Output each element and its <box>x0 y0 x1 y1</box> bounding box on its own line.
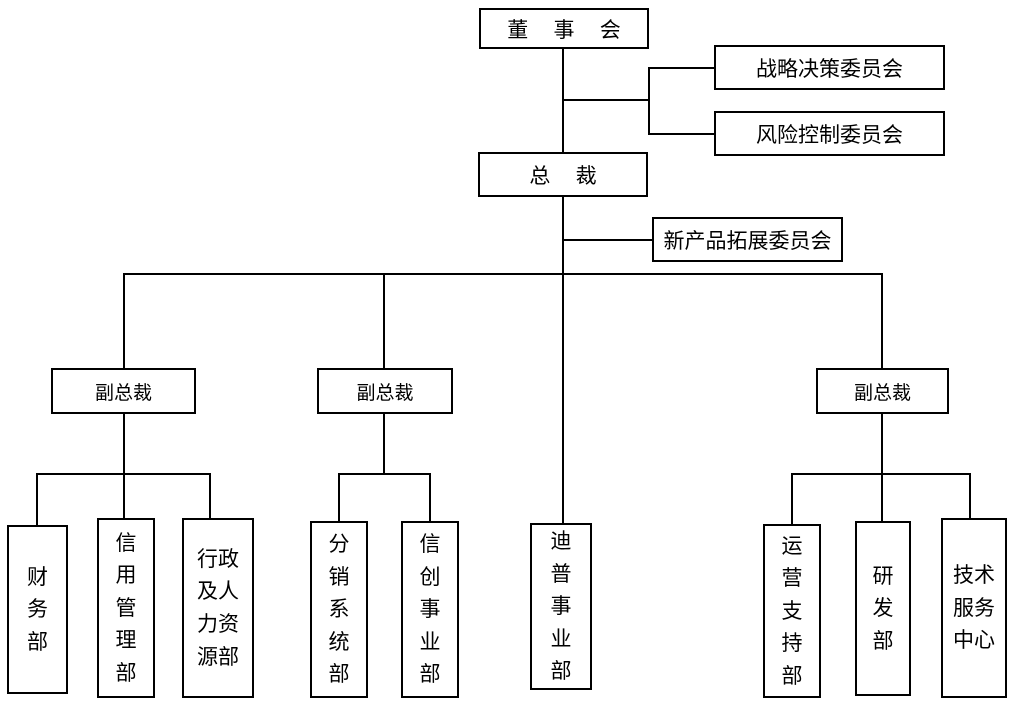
connector-bracket-to-risk-committee <box>648 133 716 135</box>
dept-label-line: 财 <box>27 564 48 589</box>
dept-label-line: 支 <box>781 598 803 623</box>
dept-label-line: 持 <box>781 631 803 656</box>
dept-credit-management-label: 信用管理部 <box>99 527 153 690</box>
dept-label-line: 部 <box>550 659 572 684</box>
node-vp-right-label: 副总裁 <box>853 382 911 404</box>
vp-middle-child-bus <box>338 473 431 475</box>
dept-label-line: 力资 <box>197 612 239 636</box>
node-strategy-committee-label: 战略决策委员会 <box>756 56 903 81</box>
dept-label-line: 普 <box>550 561 572 586</box>
node-vp-right[interactable]: 副总裁 <box>816 368 949 414</box>
connector-to-xinchuang-division <box>429 473 431 525</box>
connector-to-rnd <box>881 473 883 525</box>
dept-label-line: 销 <box>328 564 350 589</box>
dept-label-line: 事 <box>419 597 441 622</box>
connector-board-to-committee-bracket <box>562 99 650 101</box>
node-vp-middle-label: 副总裁 <box>356 382 414 404</box>
dept-label-line: 部 <box>781 663 803 688</box>
dept-xinchuang-division-label: 信创事业部 <box>403 528 457 691</box>
node-risk-committee[interactable]: 风险控制委员会 <box>714 111 945 156</box>
dept-label-line: 源部 <box>197 644 239 669</box>
node-dept-operation-support[interactable]: 运营支持部 <box>763 524 821 698</box>
node-dept-finance[interactable]: 财务部 <box>7 525 68 694</box>
dept-operation-support-label: 运营支持部 <box>765 530 819 693</box>
dept-label-line: 系 <box>328 597 350 622</box>
dept-distribution-system-label: 分销系统部 <box>312 528 366 691</box>
dept-label-line: 研 <box>872 563 894 588</box>
node-board-of-directors[interactable]: 董 事 会 <box>479 8 649 49</box>
dept-label-line: 务 <box>27 597 48 622</box>
dept-label-line: 业 <box>550 626 572 651</box>
connector-vp-left-down <box>123 414 125 474</box>
dept-label-line: 中心 <box>953 628 995 653</box>
node-dept-xinchuang-division[interactable]: 信创事业部 <box>401 521 459 698</box>
node-new-product-committee[interactable]: 新产品拓展委员会 <box>652 217 843 262</box>
dept-dptech-division-label: 迪普事业部 <box>532 525 590 688</box>
node-dept-credit-management[interactable]: 信用管理部 <box>97 518 155 698</box>
node-board-label: 董 事 会 <box>507 17 631 42</box>
connector-president-to-new-product-committee <box>562 239 654 241</box>
vp-bus <box>123 273 883 275</box>
connector-bus-to-vp-left <box>123 273 125 368</box>
connector-vp-middle-down <box>383 414 385 474</box>
connector-bracket-to-strategy-committee <box>648 67 716 69</box>
node-dept-tech-service-center[interactable]: 技术服务中心 <box>941 518 1007 698</box>
dept-label-line: 事 <box>550 594 572 619</box>
dept-rnd-label: 研发部 <box>857 560 909 658</box>
dept-label-line: 运 <box>781 533 803 558</box>
connector-to-distribution-system <box>338 473 340 525</box>
node-dept-rnd[interactable]: 研发部 <box>855 521 911 696</box>
connector-to-admin-hr <box>209 473 211 525</box>
node-president[interactable]: 总 裁 <box>478 152 648 197</box>
dept-label-line: 业 <box>419 629 441 654</box>
dept-finance-label: 财务部 <box>9 561 66 659</box>
node-vp-left[interactable]: 副总裁 <box>51 368 196 414</box>
connector-bus-to-vp-right <box>881 273 883 368</box>
node-new-product-committee-label: 新产品拓展委员会 <box>663 228 832 253</box>
node-vp-middle[interactable]: 副总裁 <box>317 368 453 414</box>
connector-to-operation-support <box>791 473 793 525</box>
connector-to-credit-management <box>123 473 125 525</box>
dept-label-line: 管 <box>115 595 137 620</box>
dept-label-line: 理 <box>115 628 137 653</box>
dept-label-line: 信 <box>419 532 441 557</box>
connector-vp-right-down <box>881 414 883 474</box>
dept-label-line: 部 <box>419 662 441 687</box>
committee-bracket-vertical <box>648 67 650 135</box>
dept-label-line: 用 <box>115 563 137 588</box>
node-dept-admin-hr[interactable]: 行政及人力资源部 <box>182 518 254 698</box>
node-dept-dptech-division[interactable]: 迪普事业部 <box>530 523 592 690</box>
dept-label-line: 部 <box>328 662 350 687</box>
dept-tech-service-center-label: 技术服务中心 <box>943 559 1005 657</box>
node-president-label: 总 裁 <box>529 163 607 188</box>
dept-label-line: 统 <box>328 629 350 654</box>
dept-label-line: 部 <box>872 628 894 653</box>
dept-label-line: 及人 <box>197 579 239 604</box>
dept-admin-hr-label: 行政及人力资源部 <box>184 543 252 673</box>
connector-president-spine <box>562 197 564 523</box>
node-vp-left-label: 副总裁 <box>94 382 152 404</box>
dept-label-line: 发 <box>872 596 894 621</box>
dept-label-line: 分 <box>328 532 350 557</box>
connector-bus-to-vp-middle <box>383 273 385 368</box>
dept-label-line: 创 <box>419 564 441 589</box>
node-risk-committee-label: 风险控制委员会 <box>756 122 903 147</box>
dept-label-line: 营 <box>781 566 803 591</box>
node-strategy-committee[interactable]: 战略决策委员会 <box>714 45 945 90</box>
node-dept-distribution-system[interactable]: 分销系统部 <box>310 521 368 698</box>
dept-label-line: 部 <box>27 629 48 654</box>
dept-label-line: 部 <box>115 660 137 685</box>
dept-label-line: 服务 <box>953 595 995 620</box>
dept-label-line: 迪 <box>550 529 572 554</box>
connector-to-finance <box>36 473 38 525</box>
connector-to-tech-service-center <box>969 473 971 525</box>
dept-label-line: 技术 <box>953 563 995 588</box>
dept-label-line: 行政 <box>197 546 239 571</box>
dept-label-line: 信 <box>115 530 137 555</box>
